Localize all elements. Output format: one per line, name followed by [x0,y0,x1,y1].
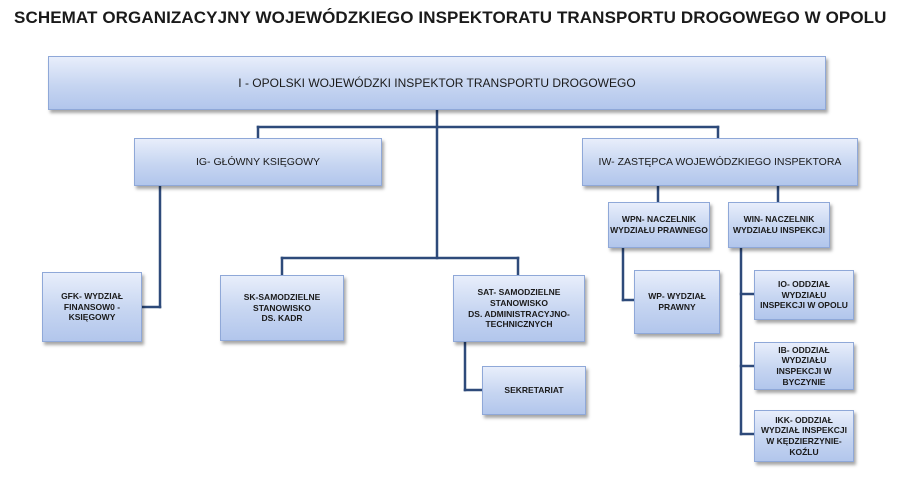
box-win: WIN- NACZELNIK WYDZIAŁU INSPEKCJI [728,202,830,248]
box-wp: WP- WYDZIAŁ PRAWNY [634,270,720,334]
box-ikk: IKK- ODDZIAŁ WYDZIAŁ INSPEKCJI W KĘDZIER… [754,410,854,462]
box-io-label: IO- ODDZIAŁ WYDZIAŁU INSPEKCJI W OPOLU [760,279,848,311]
box-wpn: WPN- NACZELNIK WYDZIAŁU PRAWNEGO [608,202,710,248]
box-iw-label: IW- ZASTĘPCA WOJEWÓDZKIEGO INSPEKTORA [598,156,842,168]
box-wp-label: WP- WYDZIAŁ PRAWNY [648,291,706,312]
box-inspector: I - OPOLSKI WOJEWÓDZKI INSPEKTOR TRANSPO… [48,56,826,110]
box-sat: SAT- SAMODZIELNE STANOWISKO DS. ADMINIST… [453,275,585,342]
box-ig-label: IG- GŁÓWNY KSIĘGOWY [195,156,321,168]
box-sat-label: SAT- SAMODZIELNE STANOWISKO DS. ADMINIST… [468,287,570,330]
box-wpn-label: WPN- NACZELNIK WYDZIAŁU PRAWNEGO [610,214,708,235]
box-sekretariat: SEKRETARIAT [482,366,586,415]
box-ib-label: IB- ODDZIAŁ WYDZIAŁU INSPEKCJI W BYCZYNI… [776,344,832,387]
box-gfk-label: GFK- WYDZIAŁ FINANSOW0 - KSIĘGOWY [61,291,123,323]
box-sekretariat-label: SEKRETARIAT [504,385,564,396]
box-sk-label: SK-SAMODZIELNE STANOWISKO DS. KADR [243,292,321,324]
page-title: SCHEMAT ORGANIZACYJNY WOJEWÓDZKIEGO INSP… [14,8,887,27]
box-gfk: GFK- WYDZIAŁ FINANSOW0 - KSIĘGOWY [42,272,142,342]
box-iw: IW- ZASTĘPCA WOJEWÓDZKIEGO INSPEKTORA [582,138,858,186]
box-inspector-label: I - OPOLSKI WOJEWÓDZKI INSPEKTOR TRANSPO… [238,76,636,90]
box-ib: IB- ODDZIAŁ WYDZIAŁU INSPEKCJI W BYCZYNI… [754,342,854,390]
box-ikk-label: IKK- ODDZIAŁ WYDZIAŁ INSPEKCJI W KĘDZIER… [761,414,847,457]
box-sk: SK-SAMODZIELNE STANOWISKO DS. KADR [220,275,344,341]
box-io: IO- ODDZIAŁ WYDZIAŁU INSPEKCJI W OPOLU [754,270,854,320]
box-ig: IG- GŁÓWNY KSIĘGOWY [134,138,382,186]
box-win-label: WIN- NACZELNIK WYDZIAŁU INSPEKCJI [732,214,826,235]
